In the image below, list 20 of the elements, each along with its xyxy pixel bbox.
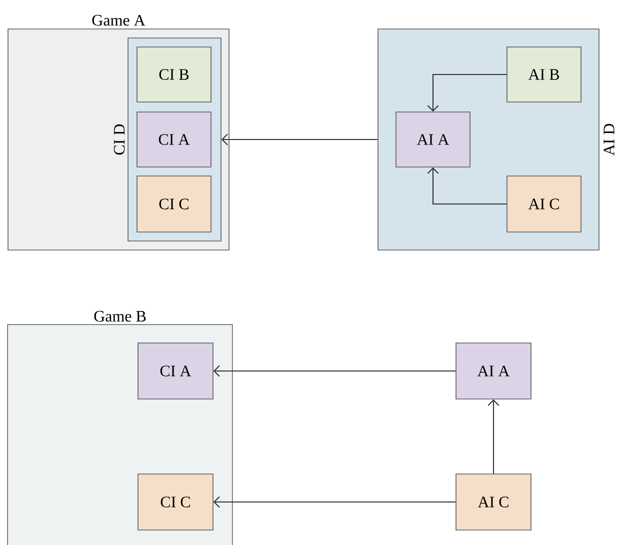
- process-box: AI C: [456, 474, 532, 530]
- process-box: CI A: [136, 112, 212, 168]
- arrow: [213, 365, 456, 377]
- process-box: CI A: [138, 342, 214, 400]
- node-label: CI D: [114, 124, 125, 155]
- process-box: CI C: [136, 176, 212, 232]
- process-box: AI B: [506, 46, 582, 102]
- process-box: CI B: [136, 46, 212, 102]
- arrow: [213, 496, 456, 508]
- node-label: Game A: [92, 14, 146, 26]
- node-label: Game B: [94, 310, 146, 322]
- arrow: [427, 167, 507, 205]
- process-box: AI A: [456, 342, 532, 400]
- process-box: AI A: [396, 112, 470, 168]
- arrow: [427, 74, 507, 112]
- arrow: [488, 399, 500, 474]
- node-label: AI D: [604, 124, 614, 156]
- process-box: CI C: [138, 474, 214, 530]
- process-box: AI C: [506, 176, 582, 232]
- arrow: [221, 134, 378, 146]
